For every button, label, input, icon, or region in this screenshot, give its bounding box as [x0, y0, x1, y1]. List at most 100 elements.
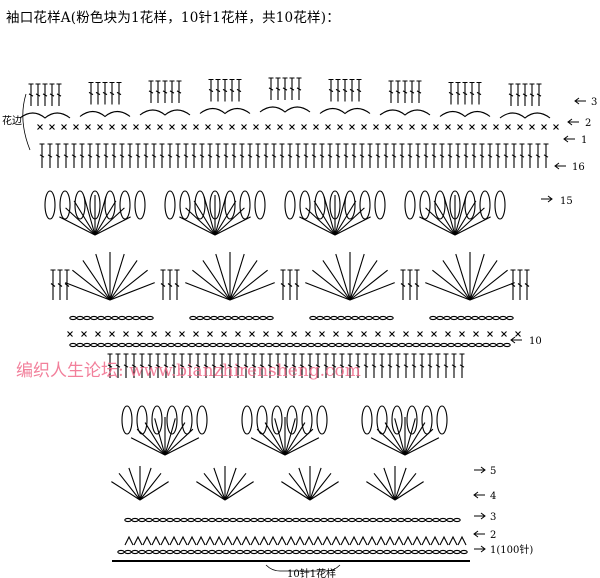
chain-stitch: [180, 549, 188, 555]
dc-stitch: [211, 353, 217, 378]
dc-stitch: [159, 143, 165, 168]
fan-stitch: [214, 196, 227, 236]
dc-stitch: [495, 143, 501, 168]
chain-stitch: [376, 517, 384, 523]
sc-stitch: [445, 124, 451, 130]
dc-stitch: [515, 83, 521, 106]
dec-stitch: [133, 535, 143, 546]
chain-stitch: [251, 342, 259, 348]
fan-stitch: [366, 481, 396, 501]
chain-stitch: [432, 517, 440, 523]
chain-stitch: [118, 315, 126, 321]
chain-stitch: [187, 549, 195, 555]
fan-stitch: [111, 481, 141, 501]
fan-stitch: [433, 200, 456, 236]
fan-stitch: [229, 282, 275, 301]
dc-stitch: [167, 143, 173, 168]
fan-stitch: [349, 282, 395, 301]
fan-stitch: [305, 207, 336, 236]
chain-stitch: [259, 315, 267, 321]
fan-stitch: [309, 467, 322, 501]
dc-stitch: [519, 143, 525, 168]
fan-stitch: [419, 216, 456, 236]
fan-stitch: [109, 253, 125, 301]
fan-stitch: [394, 481, 424, 501]
sc-stitch: [67, 331, 73, 337]
dc-stitch: [379, 353, 385, 378]
chain-stitch: [489, 342, 497, 348]
chain-stitch: [97, 342, 105, 348]
fan-stitch: [469, 253, 485, 301]
dc-stitch: [119, 143, 125, 168]
chain-stitch: [69, 342, 77, 348]
chain-stitch: [499, 315, 507, 321]
chain-stitch: [131, 549, 139, 555]
picot-petal: [59, 190, 71, 220]
fan-stitch: [65, 207, 96, 236]
chain-stitch: [196, 315, 204, 321]
sc-stitch: [179, 331, 185, 337]
fan-stitch: [442, 260, 471, 301]
fan-stitch: [109, 282, 155, 301]
dc-stitch: [407, 269, 413, 300]
fan-stitch: [202, 260, 231, 301]
fan-stitch: [118, 472, 141, 501]
fan-stitch: [215, 253, 231, 301]
chain-stitch: [139, 315, 147, 321]
dc-stitch: [391, 143, 397, 168]
fan-stitch: [264, 422, 286, 456]
dc-stitch: [289, 77, 295, 100]
dc-stitch: [323, 353, 329, 378]
chain-stitch: [229, 549, 237, 555]
dc-stitch: [383, 143, 389, 168]
fan-stitch: [305, 282, 351, 301]
fan-stitch: [65, 282, 111, 301]
chain-stitch: [320, 517, 328, 523]
chain-stitch: [125, 315, 133, 321]
fan-stitch: [370, 437, 406, 456]
fan-stitch: [284, 418, 296, 456]
chain-stitch: [334, 549, 342, 555]
fan-stitch: [384, 422, 406, 456]
fan-stitch: [309, 472, 332, 501]
dc-stitch: [359, 143, 365, 168]
dc-stitch: [55, 143, 61, 168]
chain-stitch: [363, 342, 371, 348]
dec-stitch: [376, 535, 386, 546]
chain-stitch: [453, 517, 461, 523]
dc-stitch: [64, 269, 70, 300]
chain-stitch: [457, 315, 465, 321]
picot-petal: [166, 405, 178, 435]
row-label-text: 15: [560, 196, 573, 207]
fan-stitch: [164, 418, 176, 456]
sc-stitch: [109, 124, 115, 130]
chain-stitch: [342, 342, 350, 348]
dc-stitch: [147, 353, 153, 378]
picot-petal: [374, 190, 386, 220]
dc-stitch: [315, 353, 321, 378]
fan-stitch: [203, 196, 216, 236]
fan-stitch: [349, 253, 365, 301]
chain-stitch: [230, 342, 238, 348]
dc-stitch: [524, 269, 530, 300]
chain-stitch: [411, 549, 419, 555]
fan-stitch: [284, 428, 314, 456]
chain-stitch: [391, 342, 399, 348]
fan-stitch: [185, 207, 216, 236]
dc-stitch: [335, 78, 341, 102]
dc-stitch: [275, 353, 281, 378]
chain-stitch: [316, 315, 324, 321]
dc-stitch: [183, 143, 189, 168]
dc-stitch: [415, 143, 421, 168]
dc-stitch: [299, 353, 305, 378]
picot-petal: [344, 190, 356, 220]
row-label-text: 2: [585, 118, 591, 129]
fan-stitch: [334, 196, 347, 236]
sc-stitch: [121, 124, 127, 130]
fan-stitch: [469, 269, 508, 301]
dec-stitch: [241, 535, 251, 546]
chain-stitch: [216, 342, 224, 348]
chain-stitch: [383, 517, 391, 523]
chain-stitch: [180, 517, 188, 523]
chain-stitch: [250, 549, 258, 555]
